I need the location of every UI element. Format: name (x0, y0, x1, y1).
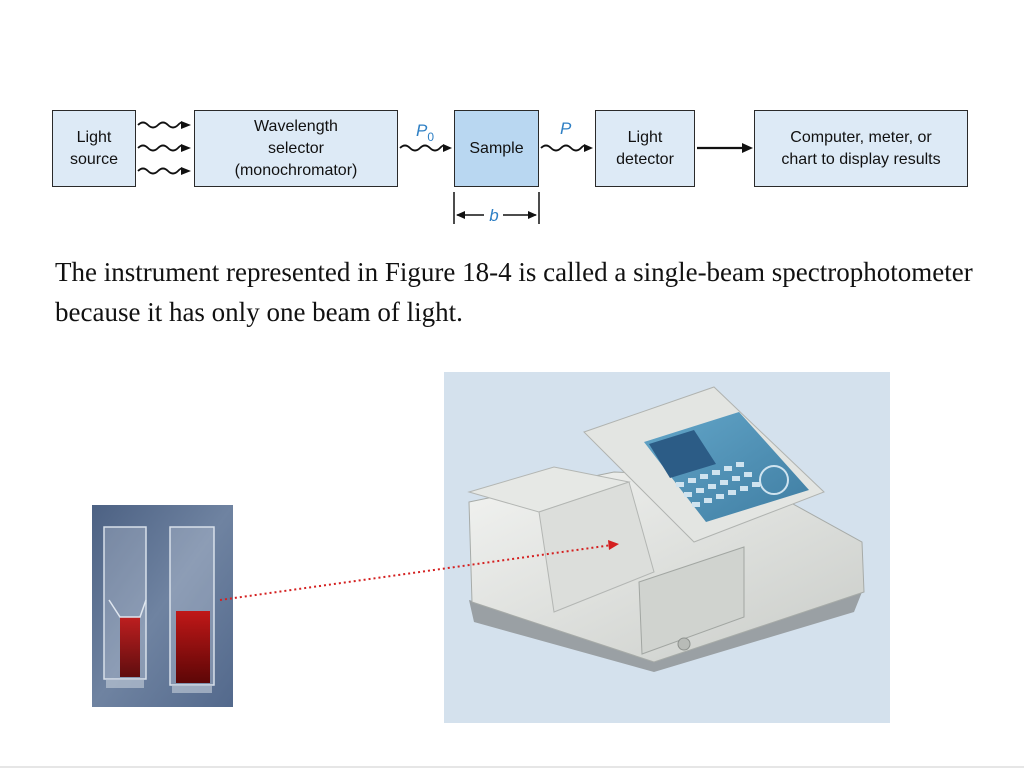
light-beam-2 (137, 144, 184, 152)
wavelength-selector-label: Wavelength selector (monochromator) (234, 117, 358, 179)
light-beam-1 (137, 121, 184, 129)
diagram-connectors: P0 P b (137, 119, 753, 225)
p0-label: P0 (416, 121, 434, 144)
beam-p (540, 144, 587, 152)
b-label: b (489, 206, 498, 225)
display-results-box: Computer, meter, or chart to display res… (754, 110, 968, 187)
p-label: P (560, 119, 572, 138)
cuvette-photo (92, 505, 233, 707)
wavelength-selector-box: Wavelength selector (monochromator) (194, 110, 398, 187)
light-beam-3 (137, 167, 184, 175)
light-source-label: Light source (69, 128, 119, 168)
light-source-box: Light source (52, 110, 136, 187)
spectrophotometer-photo (444, 372, 890, 723)
sample-box: Sample (454, 110, 539, 187)
beam-p0 (399, 144, 446, 152)
light-detector-label: Light detector (616, 128, 674, 168)
sample-label: Sample (469, 139, 524, 157)
footer-rule (0, 766, 1024, 768)
caption-text: The instrument represented in Figure 18-… (55, 257, 973, 327)
light-detector-box: Light detector (595, 110, 695, 187)
display-results-label: Computer, meter, or chart to display res… (781, 128, 941, 168)
